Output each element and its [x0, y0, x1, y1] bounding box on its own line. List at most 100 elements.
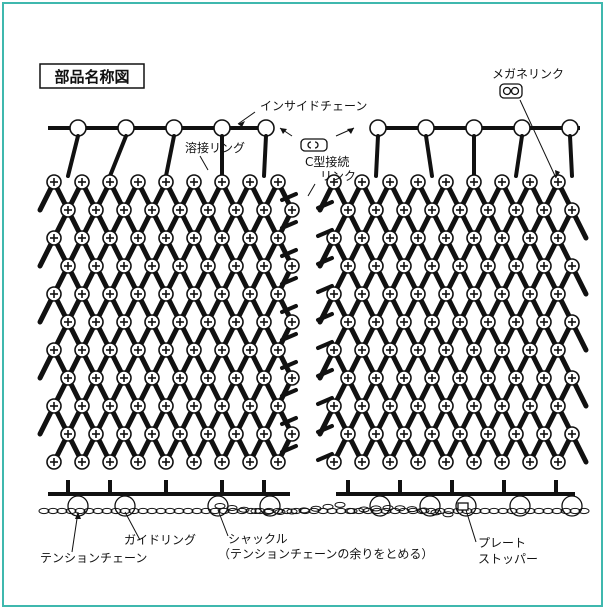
- mesh-net-left: [37, 174, 300, 470]
- tension-chain-link: [298, 507, 310, 514]
- tension-chain-link: [370, 505, 382, 512]
- label-shackle-1: シャックル: [228, 532, 288, 546]
- tension-chain-link: [515, 507, 527, 515]
- tension-chain-link: [497, 507, 509, 515]
- c-type-link: [316, 228, 334, 238]
- figure-title: 部品名称図: [54, 68, 129, 86]
- guide-ring: [419, 495, 441, 517]
- welded-ring: [561, 119, 579, 137]
- tension-chain-link: [542, 507, 554, 515]
- tension-chain-link: [226, 504, 238, 511]
- guide-ring: [207, 495, 229, 517]
- hanging-link: [424, 134, 434, 178]
- welded-ring: [117, 119, 135, 137]
- label-plate-1: プレート: [478, 536, 526, 550]
- tension-chain-link: [418, 507, 430, 514]
- hanging-link: [514, 134, 524, 178]
- guide-ring: [455, 495, 477, 517]
- welded-ring: [369, 119, 387, 137]
- tension-chain-link: [310, 505, 322, 512]
- tension-chain-link: [200, 507, 212, 515]
- welded-ring: [417, 119, 435, 137]
- tension-chain-link: [119, 507, 131, 515]
- welded-ring: [513, 119, 531, 137]
- tension-chain-link: [146, 507, 158, 515]
- hanging-link: [262, 134, 268, 178]
- title-box: [39, 63, 145, 89]
- tension-chain-link: [299, 507, 311, 515]
- tension-chain-link: [406, 506, 418, 513]
- tension-chain-link: [430, 509, 442, 516]
- tension-chain-link: [335, 507, 347, 515]
- tension-chain-link: [128, 507, 140, 515]
- tension-chain-link: [263, 507, 275, 515]
- tension-chain-link: [238, 506, 250, 513]
- tension-chain-link: [488, 507, 500, 515]
- label-c-link-2: リンク: [320, 169, 356, 183]
- tension-chain-link: [322, 503, 334, 510]
- tension-chain-link: [101, 507, 113, 515]
- label-shackle-2: （テンションチェーンの余りをとめる）: [218, 546, 433, 561]
- tension-chain: [38, 480, 590, 518]
- label-c-link-1: C型接続: [305, 154, 349, 169]
- tension-chain-link: [578, 507, 590, 515]
- guide-ring: [114, 495, 136, 517]
- tension-chain-link: [214, 503, 226, 509]
- tension-chain-link: [164, 507, 176, 515]
- tension-chain-link: [155, 507, 167, 515]
- tension-chain-link: [533, 507, 545, 515]
- tension-chain-link: [173, 507, 185, 515]
- plate-stopper: [457, 502, 469, 511]
- c-link-icon: [300, 138, 328, 152]
- tension-chain-link: [506, 507, 518, 515]
- label-welded-ring: 溶接リング: [185, 140, 245, 155]
- tension-chain-link: [442, 511, 454, 518]
- guide-ring: [259, 495, 281, 517]
- tension-chain-link: [47, 507, 59, 515]
- tension-chain-link: [227, 507, 239, 515]
- tension-chain-link: [358, 506, 370, 513]
- tension-chain-link: [182, 507, 194, 515]
- hanging-link: [66, 134, 80, 178]
- tension-chain-link: [38, 507, 50, 515]
- label-tension-chain: テンションチェーン: [40, 551, 147, 565]
- hanging-link: [374, 134, 380, 178]
- c-type-link: [316, 452, 334, 462]
- welded-ring: [69, 119, 87, 137]
- welded-ring: [465, 119, 483, 137]
- welded-ring: [257, 119, 275, 137]
- tension-chain-link: [92, 507, 104, 515]
- tension-chain-link: [56, 507, 68, 515]
- guide-ring: [561, 495, 583, 517]
- tension-chain-link: [382, 505, 394, 512]
- tension-chain-link: [236, 507, 248, 515]
- welded-ring: [213, 119, 231, 137]
- tension-chain-link: [191, 507, 203, 515]
- hanging-link: [108, 134, 128, 178]
- welded-ring: [165, 119, 183, 137]
- tension-chain-link: [137, 507, 149, 515]
- leader-arrowheads: [75, 121, 560, 519]
- tension-chain-link: [479, 507, 491, 515]
- guide-ring: [369, 495, 391, 517]
- label-guide-ring: ガイドリング: [124, 533, 196, 547]
- tension-chain-link: [551, 507, 563, 515]
- tension-chain-link: [281, 507, 293, 515]
- megane-link-icon: [499, 83, 523, 99]
- c-type-link: [316, 340, 334, 350]
- label-inside-chain: インサイドチェーン: [260, 99, 367, 113]
- c-type-link: [316, 396, 334, 406]
- label-megane-link: メガネリンク: [492, 67, 564, 81]
- label-plate-2: ストッパー: [478, 552, 538, 566]
- hanging-link: [568, 134, 574, 178]
- tension-chain-link: [394, 505, 406, 512]
- c-type-link: [316, 284, 334, 294]
- tension-chain-link: [245, 507, 257, 515]
- tension-chain-link: [74, 507, 86, 515]
- tension-chain-link: [286, 508, 298, 515]
- tension-chain-link: [83, 507, 95, 515]
- mesh-net-right: [317, 174, 589, 470]
- tension-chain-link: [262, 508, 274, 515]
- tension-chain-link: [110, 507, 122, 515]
